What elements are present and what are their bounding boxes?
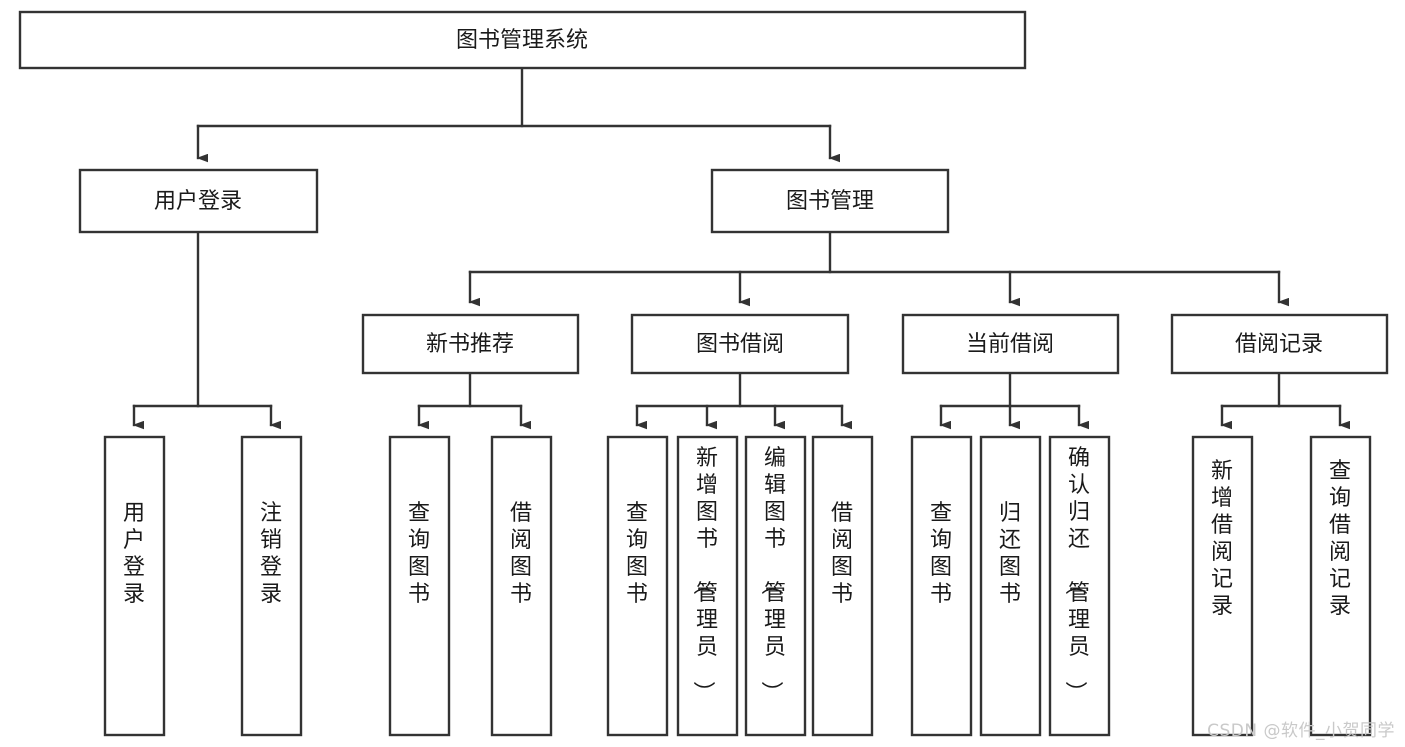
node-root-label: 图书管理系统	[456, 28, 588, 53]
node-leaf-borrow-book-2[interactable]: 借阅图书	[811, 435, 874, 737]
node-leaf-query-record-box[interactable]	[1309, 435, 1372, 737]
node-leaf-query-book-3-box[interactable]	[910, 435, 973, 737]
node-leaf-query-book-1-box[interactable]	[388, 435, 451, 737]
node-new-book-recommend[interactable]: 新书推荐	[361, 313, 580, 375]
node-leaf-query-record[interactable]: 查询借阅记录	[1309, 435, 1372, 737]
node-leaf-edit-book-box[interactable]	[744, 435, 807, 737]
node-borrow-record-label: 借阅记录	[1235, 332, 1323, 357]
node-book-management[interactable]: 图书管理	[710, 168, 950, 234]
node-leaf-query-record-label: 查询借阅记录	[1329, 459, 1351, 619]
node-leaf-confirm-return[interactable]: 确认归还（管理员）	[1048, 435, 1111, 737]
node-leaf-query-book-3[interactable]: 查询图书	[910, 435, 973, 737]
node-leaf-logout-login-label: 注销登录	[260, 501, 282, 607]
node-current-borrow-box[interactable]	[901, 313, 1120, 375]
node-leaf-logout-login-box[interactable]	[240, 435, 303, 737]
node-leaf-return-book[interactable]: 归还图书	[979, 435, 1042, 737]
node-book-borrow[interactable]: 图书借阅	[630, 313, 850, 375]
node-leaf-logout-login[interactable]: 注销登录	[240, 435, 303, 737]
node-book-management-label: 图书管理	[786, 189, 874, 214]
node-leaf-query-book-1-label: 查询图书	[408, 501, 430, 607]
node-leaf-borrow-book-1[interactable]: 借阅图书	[490, 435, 553, 737]
node-user-login-box[interactable]	[78, 168, 319, 234]
node-leaf-query-book-2-box[interactable]	[606, 435, 669, 737]
node-leaf-borrow-book-1-label: 借阅图书	[510, 501, 532, 607]
node-new-book-recommend-label: 新书推荐	[426, 332, 514, 357]
node-current-borrow-label: 当前借阅	[966, 332, 1054, 357]
node-leaf-user-login-box[interactable]	[103, 435, 166, 737]
watermark-text: CSDN @软件_小贺同学	[1207, 721, 1395, 741]
node-leaf-confirm-return-box[interactable]	[1048, 435, 1111, 737]
node-leaf-confirm-return-label: 确认归还（管理员）	[1062, 446, 1090, 703]
node-leaf-borrow-book-2-box[interactable]	[811, 435, 874, 737]
node-leaf-add-record[interactable]: 新增借阅记录	[1191, 435, 1254, 737]
node-leaf-query-book-1[interactable]: 查询图书	[388, 435, 451, 737]
node-leaf-borrow-book-2-label: 借阅图书	[831, 501, 853, 607]
node-borrow-record[interactable]: 借阅记录	[1170, 313, 1389, 375]
node-leaf-borrow-book-1-box[interactable]	[490, 435, 553, 737]
node-leaf-add-book[interactable]: 新增图书（管理员）	[676, 435, 739, 737]
node-user-login[interactable]: 用户登录	[78, 168, 319, 234]
node-leaf-return-book-label: 归还图书	[999, 501, 1021, 607]
node-leaf-return-book-box[interactable]	[979, 435, 1042, 737]
node-leaf-user-login[interactable]: 用户登录	[103, 435, 166, 737]
node-user-login-label: 用户登录	[154, 189, 242, 214]
node-new-book-recommend-box[interactable]	[361, 313, 580, 375]
node-book-management-box[interactable]	[710, 168, 950, 234]
node-root[interactable]: 图书管理系统	[18, 10, 1027, 70]
node-borrow-record-box[interactable]	[1170, 313, 1389, 375]
node-leaf-add-book-label: 新增图书（管理员）	[690, 446, 718, 703]
node-leaf-edit-book[interactable]: 编辑图书（管理员）	[744, 435, 807, 737]
node-current-borrow[interactable]: 当前借阅	[901, 313, 1120, 375]
node-leaf-edit-book-label: 编辑图书（管理员）	[758, 446, 786, 703]
node-leaf-add-record-label: 新增借阅记录	[1211, 459, 1233, 619]
node-leaf-user-login-label: 用户登录	[123, 501, 145, 607]
node-book-borrow-label: 图书借阅	[696, 332, 784, 357]
node-leaf-query-book-2-label: 查询图书	[626, 501, 648, 607]
node-leaf-add-record-box[interactable]	[1191, 435, 1254, 737]
edges-layer	[132, 66, 1350, 430]
node-book-borrow-box[interactable]	[630, 313, 850, 375]
node-leaf-query-book-2[interactable]: 查询图书	[606, 435, 669, 737]
node-root-box[interactable]	[18, 10, 1027, 70]
node-leaf-add-book-box[interactable]	[676, 435, 739, 737]
node-leaf-query-book-3-label: 查询图书	[930, 501, 952, 607]
